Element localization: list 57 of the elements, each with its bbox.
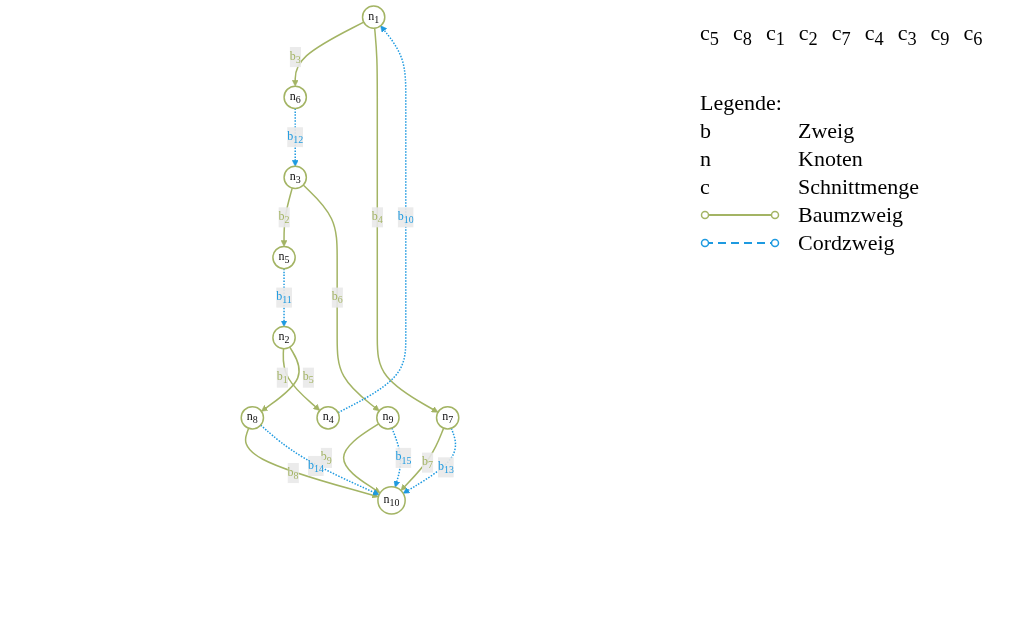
legend-text: Zweig — [798, 118, 855, 145]
arrow — [373, 27, 439, 413]
legend-text: Schnittmenge — [798, 174, 919, 201]
edge-label: b$_{6}$ — [331, 289, 343, 306]
edge-label: b$_{14}$ — [307, 458, 324, 474]
cut-set-label: c$_{4}$ — [864, 20, 884, 51]
edge-label: b$_{1}$ — [276, 369, 288, 386]
edge-label: b$_{3}$ — [289, 49, 301, 66]
edge-label: b$_{12}$ — [287, 129, 304, 146]
arrow — [391, 427, 402, 488]
node-circle: n$_{5}$ — [272, 245, 296, 270]
node-circle: n$_{7}$ — [435, 405, 460, 430]
legend-symbol: b — [700, 118, 712, 145]
arrow — [342, 423, 381, 494]
node-circle: n$_{9}$ — [376, 405, 400, 430]
legend-text: Baumzweig — [798, 202, 904, 229]
arrow — [244, 427, 379, 499]
node-circle: n$_{8}$ — [240, 405, 265, 430]
node-circle: n$_{2}$ — [272, 325, 296, 350]
cut-set-label: c$_{6}$ — [963, 20, 983, 51]
cut-set-label: c$_{3}$ — [897, 20, 917, 51]
cut-set-label: c$_{9}$ — [930, 20, 950, 51]
cut-set-label: c$_{5}$ — [700, 20, 719, 51]
edge-label: b$_{8}$ — [287, 465, 299, 482]
node-circle: n$_{10}$ — [377, 486, 406, 515]
edge-label: b$_{15}$ — [395, 449, 412, 466]
arrow — [400, 427, 445, 491]
arrow — [259, 424, 380, 496]
arrow — [282, 348, 321, 411]
cut-set-label: c$_{2}$ — [798, 20, 818, 51]
node-circle: n$_{3}$ — [283, 165, 308, 190]
edge-label: b$_{9}$ — [320, 449, 332, 466]
edge-label: b$_{4}$ — [371, 209, 383, 226]
edge-label: b$_{7}$ — [421, 454, 433, 471]
arrow — [302, 184, 380, 412]
arrow — [280, 187, 293, 247]
legend-symbol: n — [700, 146, 712, 173]
legend-symbol: c — [700, 174, 711, 201]
legend-text: Knoten — [798, 146, 863, 173]
edge-label: b$_{11}$ — [276, 289, 292, 306]
cut-set-label: c$_{8}$ — [732, 20, 752, 51]
edge-label: b$_{2}$ — [278, 209, 290, 226]
arrow — [402, 427, 457, 494]
legend-title: Legende: — [700, 90, 783, 117]
arrow — [337, 25, 407, 414]
legend-text: Cordzweig — [798, 230, 895, 257]
edge-label: b$_{5}$ — [302, 369, 314, 386]
node-circle: n$_{1}$ — [361, 5, 386, 29]
edge-label: b$_{10}$ — [397, 209, 414, 226]
node-circle: n$_{6}$ — [283, 85, 308, 110]
cut-set-label: c$_{1}$ — [765, 20, 785, 51]
edge-label: b$_{13}$ — [437, 459, 454, 476]
cut-set-label: c$_{7}$ — [831, 20, 851, 51]
arrow — [280, 267, 288, 327]
arrow — [291, 21, 365, 87]
arrow — [261, 346, 300, 412]
node-circle: n$_{4}$ — [316, 405, 341, 430]
